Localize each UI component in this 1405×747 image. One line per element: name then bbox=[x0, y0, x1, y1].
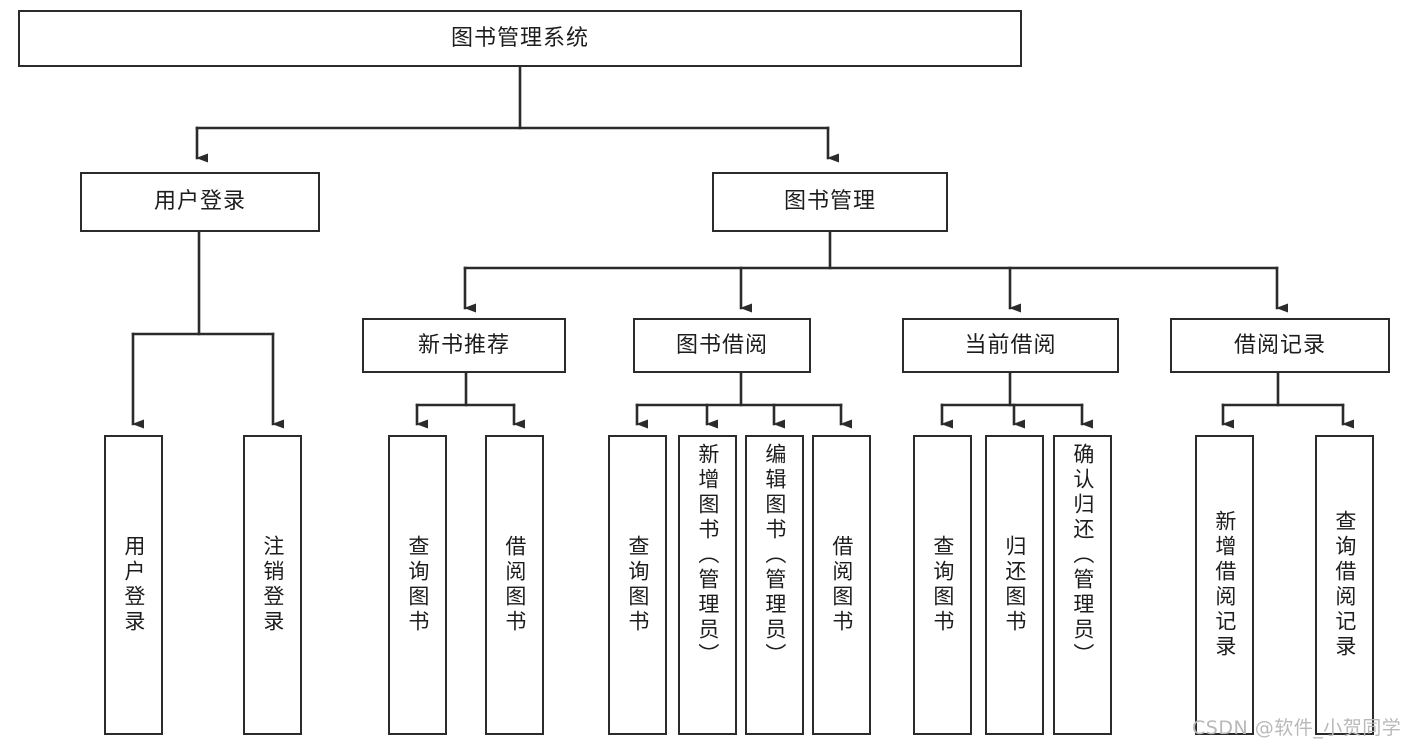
node-borrow-record[interactable]: 借阅记录 bbox=[1170, 318, 1390, 373]
leaf-query-book-1[interactable]: 查询图书 bbox=[388, 435, 447, 735]
leaf-return-book[interactable]: 归还图书 bbox=[985, 435, 1044, 735]
leaf-borrow-book-2[interactable]: 借阅图书 bbox=[812, 435, 871, 735]
leaf-query-book-2[interactable]: 查询图书 bbox=[608, 435, 667, 735]
leaf-add-borrow-record[interactable]: 新增借阅记录 bbox=[1195, 435, 1254, 735]
node-new-book-recommendation[interactable]: 新书推荐 bbox=[362, 318, 566, 373]
leaf-query-borrow-record[interactable]: 查询借阅记录 bbox=[1315, 435, 1374, 735]
node-user-login[interactable]: 用户登录 bbox=[80, 172, 320, 232]
csdn-watermark: CSDN @软件_小贺同学 bbox=[1192, 717, 1402, 739]
leaf-user-login[interactable]: 用户登录 bbox=[104, 435, 163, 735]
node-root[interactable]: 图书管理系统 bbox=[18, 10, 1022, 67]
leaf-borrow-book-1[interactable]: 借阅图书 bbox=[485, 435, 544, 735]
leaf-query-book-3[interactable]: 查询图书 bbox=[913, 435, 972, 735]
node-current-borrow[interactable]: 当前借阅 bbox=[902, 318, 1119, 373]
leaf-edit-book[interactable]: 编辑图书（管理员） bbox=[745, 435, 804, 735]
leaf-confirm-return[interactable]: 确认归还（管理员） bbox=[1053, 435, 1112, 735]
node-book-borrow[interactable]: 图书借阅 bbox=[633, 318, 811, 373]
node-book-manage[interactable]: 图书管理 bbox=[712, 172, 948, 232]
leaf-logout[interactable]: 注销登录 bbox=[243, 435, 302, 735]
leaf-add-book[interactable]: 新增图书（管理员） bbox=[678, 435, 737, 735]
